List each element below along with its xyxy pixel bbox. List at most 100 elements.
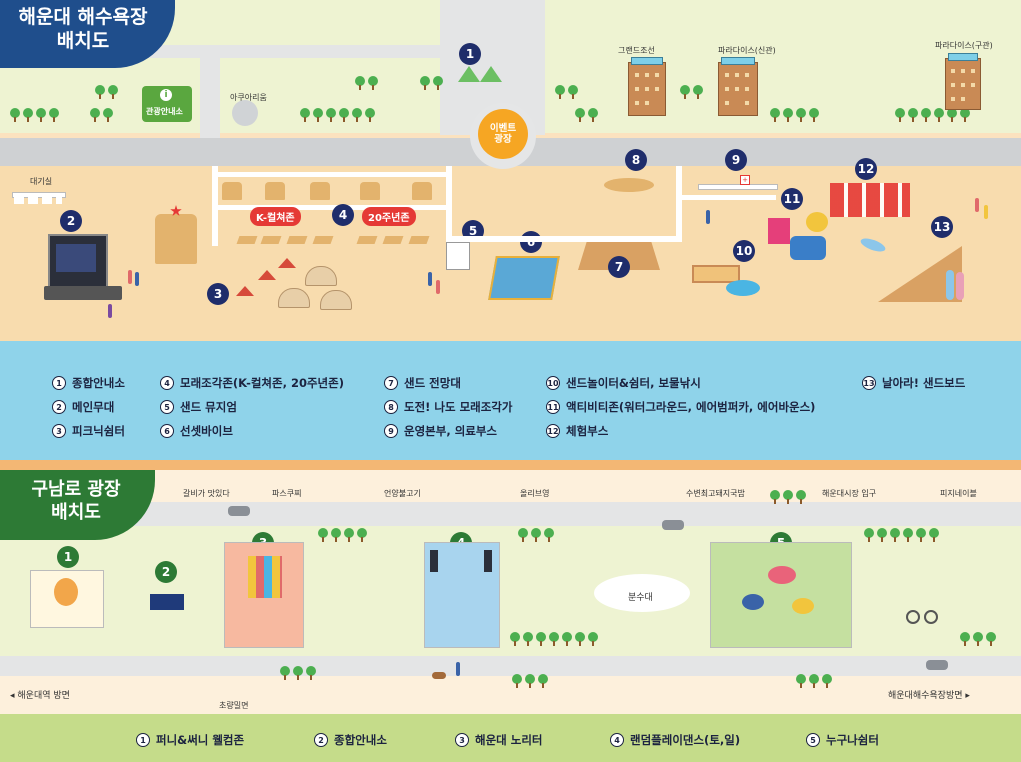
legend-label: 체험부스 bbox=[566, 424, 609, 438]
person bbox=[436, 280, 440, 294]
person bbox=[128, 270, 132, 284]
sunset-vibe-stage bbox=[488, 256, 560, 300]
legend-num: 11 bbox=[546, 400, 560, 414]
trees bbox=[10, 108, 59, 122]
marker-3[interactable]: 3 bbox=[207, 283, 229, 305]
legend-num: 10 bbox=[546, 376, 560, 390]
trees bbox=[796, 674, 832, 688]
marker-13[interactable]: 13 bbox=[931, 216, 953, 238]
legend-label: 피크닉쉼터 bbox=[72, 424, 125, 438]
marker-1[interactable]: 1 bbox=[459, 43, 481, 65]
direction-label: ◂ 해운대역 방면 bbox=[10, 691, 70, 701]
marker-1[interactable]: 1 bbox=[57, 546, 79, 568]
street-label: 언양불고기 bbox=[384, 489, 421, 498]
marker-7[interactable]: 7 bbox=[608, 256, 630, 278]
marker-8[interactable]: 8 bbox=[625, 149, 647, 171]
trees bbox=[518, 528, 554, 542]
legend-num: 4 bbox=[610, 733, 624, 747]
trees bbox=[680, 85, 703, 99]
legend-num: 6 bbox=[160, 424, 174, 438]
legend-label: 메인무대 bbox=[72, 400, 115, 414]
street-label: 파스쿠찌 bbox=[272, 489, 302, 498]
picnic-dome bbox=[305, 266, 337, 286]
legend-num: 1 bbox=[52, 376, 66, 390]
legend-label: 운영본부, 의료부스 bbox=[404, 424, 498, 438]
sand-sculpture bbox=[265, 182, 285, 200]
water-ground bbox=[806, 212, 828, 232]
fountain bbox=[594, 574, 690, 612]
legend-label: 해운대 노리터 bbox=[475, 733, 543, 747]
legend-num: 3 bbox=[455, 733, 469, 747]
legend-item: 3 해운대 노리터 bbox=[455, 732, 542, 748]
trees bbox=[864, 528, 939, 542]
person bbox=[456, 662, 460, 676]
tourist-info-label: 관광안내소 bbox=[146, 107, 183, 116]
legend-num: 2 bbox=[314, 733, 328, 747]
sand-pile bbox=[604, 178, 654, 192]
paradise-old-label: 파라다이스(구관) bbox=[935, 41, 993, 50]
main-stage-display bbox=[56, 244, 96, 272]
path bbox=[676, 195, 776, 200]
map-title-line2: 배치도 bbox=[51, 501, 101, 523]
legend-label: 누구나쉼터 bbox=[826, 733, 879, 747]
legend-num: 1 bbox=[136, 733, 150, 747]
sand-sculpture bbox=[222, 182, 242, 200]
street-label: 올리브영 bbox=[520, 489, 550, 498]
car-icon bbox=[228, 506, 250, 516]
medical-cross-icon: + bbox=[740, 175, 750, 185]
marker-11[interactable]: 11 bbox=[781, 188, 803, 210]
legend-item: 10 샌드놀이터&쉼터, 보물낚시 bbox=[546, 375, 701, 391]
sand-tile bbox=[286, 236, 308, 244]
title-badge bbox=[0, 470, 155, 540]
marker-4[interactable]: 4 bbox=[332, 204, 354, 226]
person bbox=[984, 205, 988, 219]
car-icon bbox=[926, 660, 948, 670]
fountain-label: 분수대 bbox=[628, 593, 653, 603]
marker-9[interactable]: 9 bbox=[725, 149, 747, 171]
street-label: 갈비가 맛있다 bbox=[183, 489, 230, 498]
street-label: 피지네이블 bbox=[940, 489, 977, 498]
road bbox=[0, 656, 1021, 676]
k-culture-zone-label: K-컬쳐존 bbox=[250, 207, 301, 226]
sand-tile bbox=[408, 236, 430, 244]
marker-2[interactable]: 2 bbox=[60, 210, 82, 232]
aquarium-label: 아쿠아리움 bbox=[230, 93, 267, 102]
waiting-room-label: 대기실 bbox=[30, 177, 53, 186]
person bbox=[706, 210, 710, 224]
picnic-tent bbox=[258, 270, 276, 280]
trees bbox=[575, 108, 598, 122]
marker-12[interactable]: 12 bbox=[855, 158, 877, 180]
air-bounce bbox=[768, 218, 790, 244]
event-plaza-line2: 광장 bbox=[494, 134, 512, 145]
trees bbox=[512, 674, 548, 688]
picnic-dome bbox=[278, 288, 310, 308]
speaker-icon bbox=[430, 550, 438, 572]
legend-label: 샌드놀이터&쉼터, 보물낚시 bbox=[566, 376, 701, 390]
main-stage-platform bbox=[44, 286, 122, 300]
zone-fence bbox=[212, 172, 452, 177]
title-badge bbox=[0, 0, 175, 68]
legend-num: 2 bbox=[52, 400, 66, 414]
trees bbox=[510, 632, 598, 646]
picnic-tent bbox=[278, 258, 296, 268]
sand-sculpture bbox=[360, 182, 380, 200]
legend-label: 액티비티존(워터그라운드, 에어범퍼카, 에어바운스) bbox=[566, 400, 816, 414]
sand-tile bbox=[236, 236, 258, 244]
path bbox=[676, 166, 682, 242]
bicycle-icon bbox=[906, 610, 920, 624]
legend-num: 5 bbox=[806, 733, 820, 747]
bean-bag bbox=[768, 566, 796, 584]
legend-label: 종합안내소 bbox=[334, 733, 387, 747]
trees bbox=[300, 108, 375, 122]
legend-item: 2 메인무대 bbox=[52, 399, 114, 415]
section-divider bbox=[0, 460, 1021, 470]
legend-num: 8 bbox=[384, 400, 398, 414]
marker-6[interactable]: 6 bbox=[520, 231, 542, 253]
event-plaza[interactable]: 이벤트 광장 bbox=[478, 109, 528, 159]
marker-10[interactable]: 10 bbox=[733, 240, 755, 262]
marker-2[interactable]: 2 bbox=[155, 561, 177, 583]
person bbox=[428, 272, 432, 286]
